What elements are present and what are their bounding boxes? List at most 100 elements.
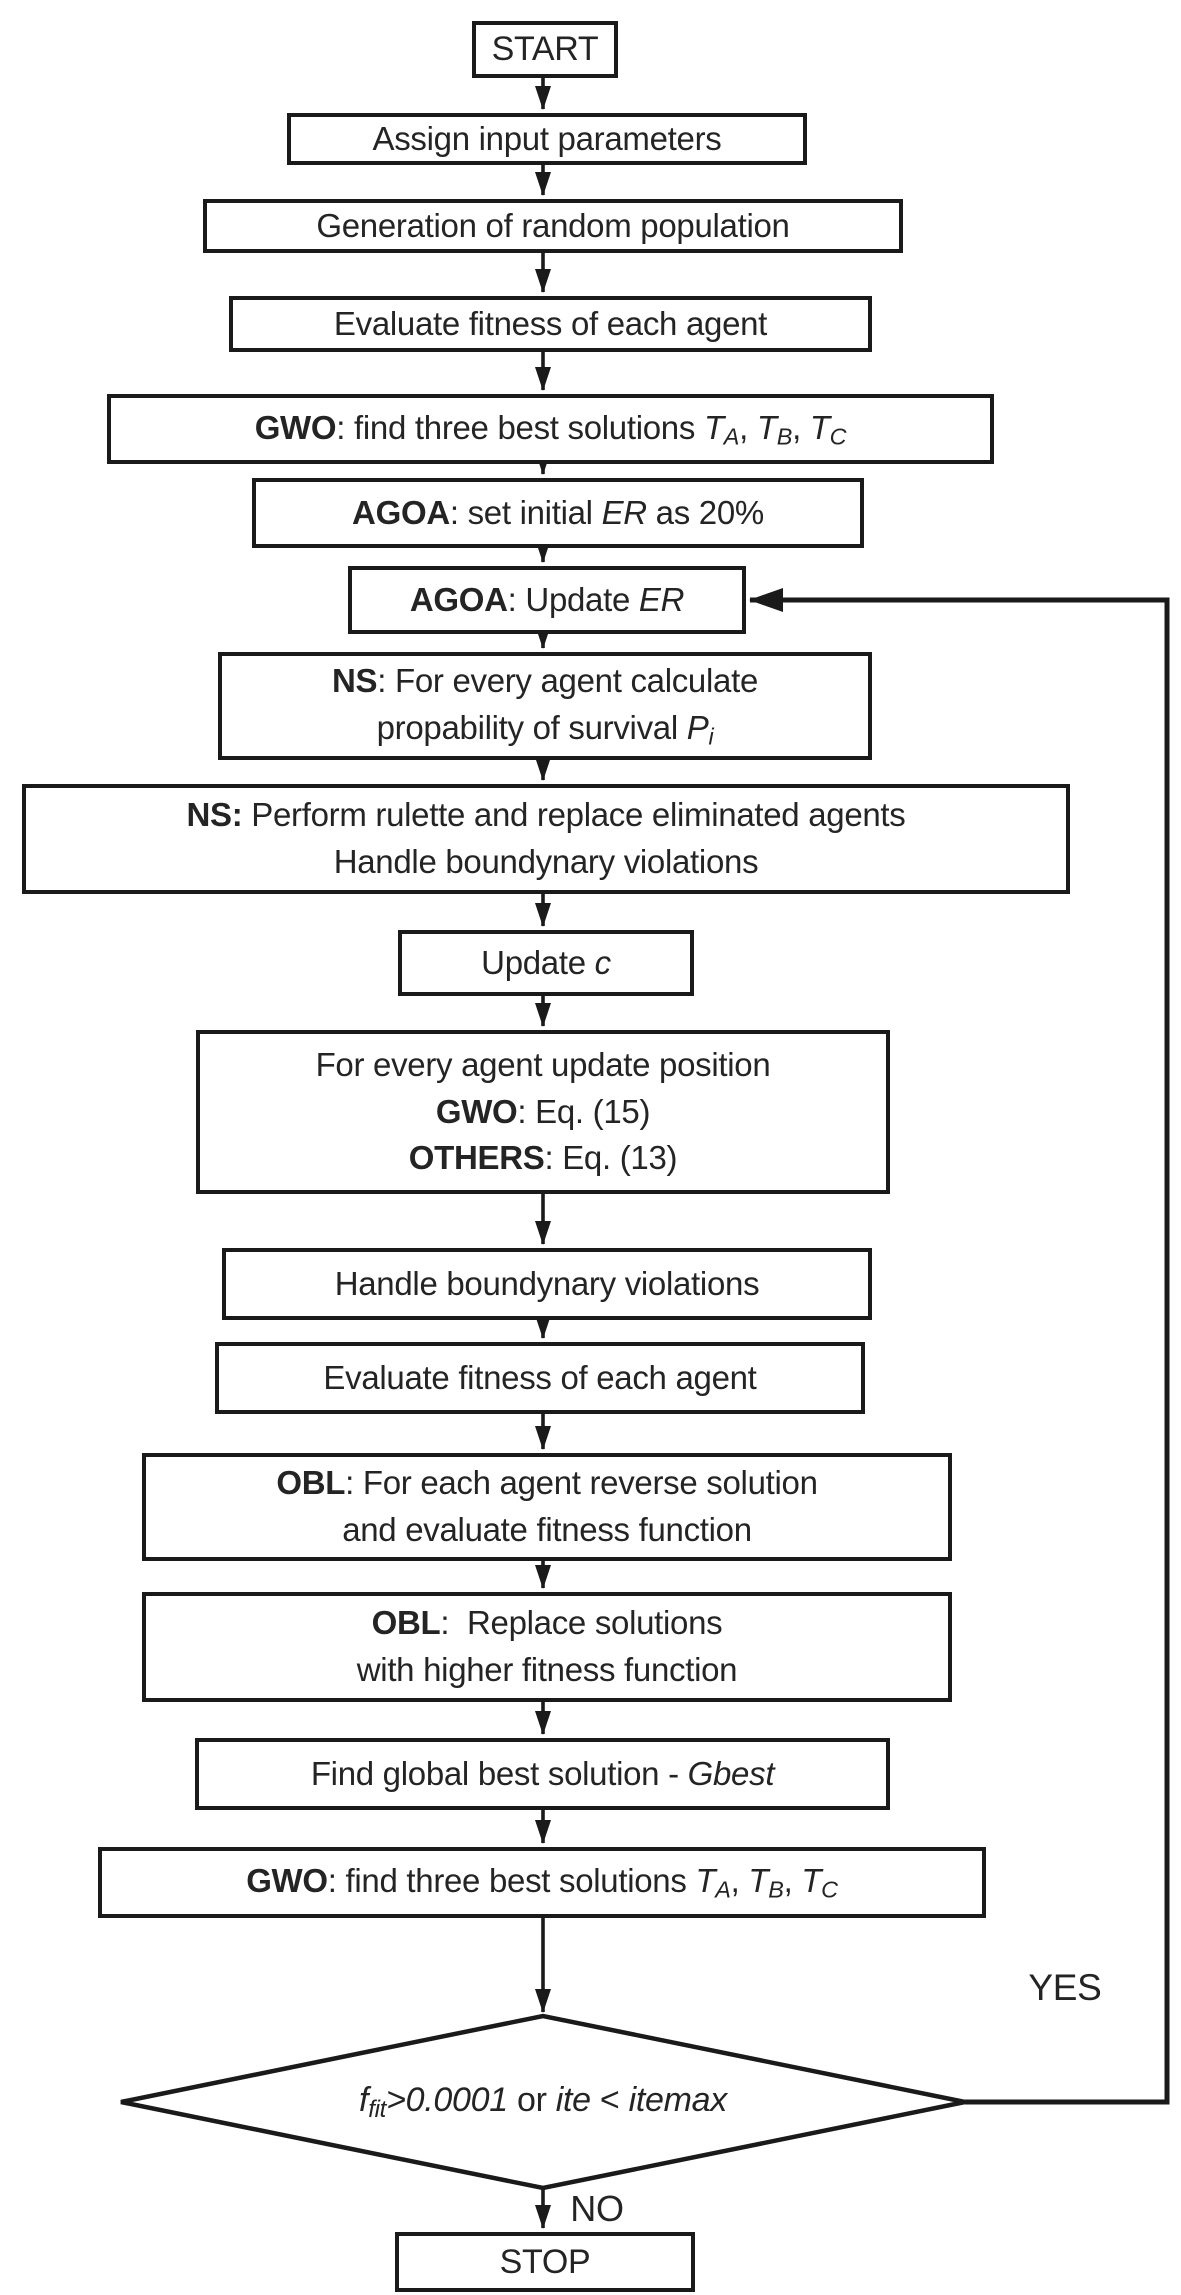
text-segment: i xyxy=(708,723,714,750)
node-generation-random-population: Generation of random population xyxy=(203,199,903,253)
node-text-line: with higher fitness function xyxy=(356,1647,738,1694)
node-text-line: NS: Perform rulette and replace eliminat… xyxy=(186,792,905,839)
text-segment: C xyxy=(829,423,847,450)
text-segment: GWO xyxy=(246,1862,328,1900)
text-segment: with higher fitness function xyxy=(356,1651,738,1688)
text-segment: c xyxy=(594,943,612,981)
node-obl-reverse-solution: OBL: For each agent reverse solution and … xyxy=(142,1453,952,1561)
text-segment: , xyxy=(730,1862,749,1900)
text-segment: OBL xyxy=(371,1604,441,1642)
node-handle-boundary-violations: Handle boundynary violations xyxy=(222,1248,872,1320)
text-segment: , xyxy=(783,1862,802,1900)
text-segment: NS: xyxy=(186,796,243,834)
node-gwo-three-best-2: GWO: find three best solutions TA, TB, T… xyxy=(98,1847,986,1918)
text-segment: C xyxy=(821,1876,838,1903)
node-text-line: AGOA: Update ER xyxy=(409,577,685,624)
text-segment: Handle boundynary violations xyxy=(334,1264,760,1302)
text-segment: : For every agent calculate xyxy=(377,662,758,700)
text-segment: Gbest xyxy=(687,1754,775,1792)
text-segment: Handle boundynary violations xyxy=(333,843,759,880)
yes-label: YES xyxy=(1028,1967,1102,2008)
node-text-line: AGOA: set initial ER as 20% xyxy=(352,490,764,537)
node-agoa-set-initial-er: AGOA: set initial ER as 20% xyxy=(252,478,864,548)
text-segment: ER xyxy=(601,493,648,531)
text-segment: : Replace solutions xyxy=(440,1604,723,1642)
text-segment: Assign input parameters xyxy=(372,119,722,157)
text-segment: : Eq. (13) xyxy=(544,1139,678,1177)
node-text-line: Handle boundynary violations xyxy=(334,839,759,886)
text-segment: NS xyxy=(331,662,378,700)
node-text-line: Update c xyxy=(481,940,611,987)
node-text-line: propability of survival Pi xyxy=(377,705,714,754)
text-segment: Find global best solution - xyxy=(310,1754,688,1792)
node-stop: STOP xyxy=(395,2232,695,2292)
node-start: START xyxy=(472,21,618,78)
text-segment: Evaluate fitness of each agent xyxy=(333,304,768,342)
text-segment: B xyxy=(776,423,793,450)
node-text-line: STOP xyxy=(500,2238,591,2286)
text-segment: or xyxy=(507,2081,556,2120)
node-decision-convergence: ffit>0.0001 or ite < itemax xyxy=(121,2016,965,2188)
node-text-line: Evaluate fitness of each agent xyxy=(334,301,767,348)
text-segment: < xyxy=(590,2081,629,2120)
text-segment: Perform rulette and replace eliminated a… xyxy=(242,796,906,834)
text-segment: ER xyxy=(638,580,685,618)
text-segment: For every agent update position xyxy=(315,1045,771,1083)
node-find-global-best: Find global best solution - Gbest xyxy=(195,1738,890,1810)
feedback-loop-arrow xyxy=(749,588,1170,2105)
text-segment: : Update xyxy=(507,580,639,618)
text-segment: T xyxy=(695,1862,716,1900)
text-segment: fit xyxy=(368,2096,387,2124)
text-segment: T xyxy=(809,408,830,446)
text-segment: ite xyxy=(555,2081,591,2120)
text-segment: propability of survival xyxy=(376,708,687,746)
text-segment: itemax xyxy=(628,2081,728,2120)
text-segment: OTHERS xyxy=(408,1139,545,1177)
node-assign-input-parameters: Assign input parameters xyxy=(287,113,807,165)
text-segment: f xyxy=(359,2081,369,2120)
text-segment: : find three best solutions xyxy=(327,1862,696,1900)
node-text-line: NS: For every agent calculate xyxy=(332,658,758,705)
connectors-group xyxy=(120,78,1170,2229)
node-gwo-three-best-1: GWO: find three best solutions TA, TB, T… xyxy=(107,394,994,464)
node-agoa-update-er: AGOA: Update ER xyxy=(348,566,746,634)
node-text-line: Handle boundynary violations xyxy=(335,1261,760,1308)
text-segment: : find three best solutions xyxy=(336,408,704,446)
text-segment: : set initial xyxy=(449,493,602,531)
text-segment: GWO xyxy=(254,408,337,446)
node-text-line: and evaluate fitness function xyxy=(342,1507,752,1554)
text-segment: Generation of random population xyxy=(316,206,790,244)
text-segment: P xyxy=(686,708,709,746)
node-text-line: GWO: find three best solutions TA, TB, T… xyxy=(246,1858,838,1907)
text-segment: and evaluate fitness function xyxy=(342,1511,752,1548)
text-segment: A xyxy=(715,1876,731,1903)
text-segment: : For each agent reverse solution xyxy=(345,1464,818,1502)
text-segment: B xyxy=(768,1876,784,1903)
text-segment: >0.0001 xyxy=(386,2081,508,2120)
node-text-line: OTHERS: Eq. (13) xyxy=(408,1135,678,1182)
node-text-line: OBL: For each agent reverse solution xyxy=(276,1460,818,1507)
text-segment: T xyxy=(748,1862,769,1900)
text-segment: , xyxy=(739,408,757,446)
text-segment: AGOA xyxy=(352,493,450,531)
node-text-line: START xyxy=(492,25,599,73)
text-segment: : Eq. (15) xyxy=(517,1092,651,1130)
node-update-c: Update c xyxy=(398,930,694,996)
node-text-line: Find global best solution - Gbest xyxy=(310,1751,775,1798)
text-segment: T xyxy=(756,408,777,446)
text-segment: as 20% xyxy=(646,493,765,531)
node-text-line: Generation of random population xyxy=(316,203,790,250)
node-text-line: Assign input parameters xyxy=(373,116,722,163)
text-segment: GWO xyxy=(435,1092,518,1130)
text-segment: AGOA xyxy=(409,580,508,618)
node-text-line: ffit>0.0001 or ite < itemax xyxy=(359,2076,727,2127)
text-segment: START xyxy=(491,30,599,69)
node-ns-roulette-replace: NS: Perform rulette and replace eliminat… xyxy=(22,784,1070,894)
text-segment: , xyxy=(792,408,810,446)
node-evaluate-fitness-2: Evaluate fitness of each agent xyxy=(215,1342,865,1414)
text-segment: Evaluate fitness of each agent xyxy=(323,1358,757,1396)
node-obl-replace-solutions: OBL: Replace solutions with higher fitnes… xyxy=(142,1592,952,1702)
